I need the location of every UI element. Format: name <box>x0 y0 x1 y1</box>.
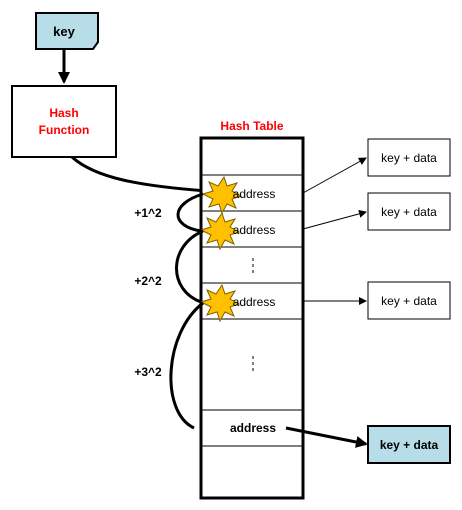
probe-arc-3 <box>169 301 204 430</box>
data-box-shape <box>367 192 451 231</box>
collision-stars <box>199 175 243 323</box>
probe-label: +1^2 <box>134 206 162 220</box>
hash-function-node: Hash Function <box>11 85 117 158</box>
data-box-label: key + data <box>381 205 437 219</box>
probe-arcs <box>169 192 204 430</box>
hash-function-label-line1: Hash <box>49 106 78 120</box>
key-label: key <box>53 24 75 39</box>
data-box-label: key + data <box>381 294 437 308</box>
table-cell-address: address <box>233 295 276 309</box>
probe-arc-1 <box>176 192 204 233</box>
data-box-highlighted: key + data <box>367 425 451 464</box>
hash-function-box <box>11 85 117 158</box>
probe-arc-2 <box>175 229 204 304</box>
data-box-shape <box>367 281 451 320</box>
cell-to-data-arrow-final <box>285 426 368 448</box>
table-cell-address: address <box>233 223 276 237</box>
cell-to-data-arrow <box>302 209 367 230</box>
data-box-shape <box>367 138 451 177</box>
data-box: key + data <box>367 192 451 231</box>
table-cell-address: address <box>230 421 276 435</box>
data-box-shape <box>367 425 451 464</box>
hash-table-rows <box>201 174 303 447</box>
collision-star-icon <box>199 211 241 251</box>
probe-label: +2^2 <box>134 274 162 288</box>
data-box-label: key + data <box>381 151 437 165</box>
hash-to-table-curve <box>70 155 208 193</box>
data-box-label: key + data <box>380 438 439 452</box>
data-box: key + data <box>367 138 451 177</box>
table-cell-address: address <box>233 187 276 201</box>
data-box: key + data <box>367 281 451 320</box>
key-node: key <box>35 12 99 50</box>
hash-function-label-line2: Function <box>39 123 90 137</box>
cell-to-data-arrow <box>302 157 367 194</box>
probe-label: +3^2 <box>134 365 162 379</box>
key-box-shape <box>35 12 99 50</box>
hash-table-title: Hash Table <box>220 119 283 133</box>
collision-star-icon <box>199 283 241 323</box>
